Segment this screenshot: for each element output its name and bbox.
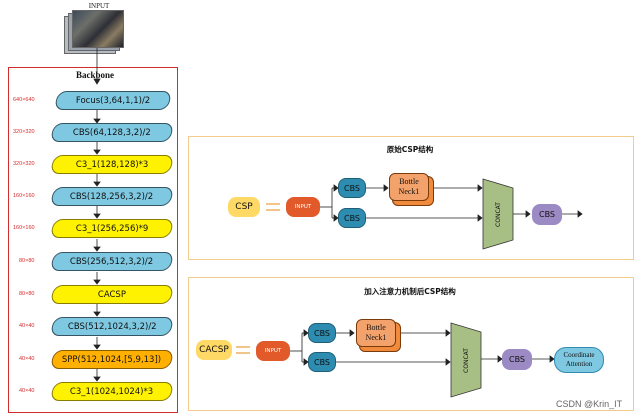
- backbone-resolution: 40×40: [19, 323, 35, 329]
- input-image: [72, 10, 124, 48]
- equals-bar-top: [266, 203, 280, 205]
- backbone-resolution: 160×160: [13, 193, 35, 199]
- cbs-output-block: CBS: [502, 349, 532, 370]
- cbs-block-top: CBS: [338, 178, 366, 198]
- backbone-resolution: 320×320: [13, 161, 35, 167]
- cbs-block-bottom: CBS: [338, 208, 366, 228]
- bottleneck-block: Bottle Neck1: [356, 319, 396, 347]
- backbone-container: [8, 67, 178, 413]
- concat-block: CONCAT: [451, 330, 481, 390]
- backbone-resolution: 40×40: [19, 356, 35, 362]
- original-csp-title: 原始CSP结构: [386, 145, 434, 154]
- bottleneck-line-1: Bottle: [366, 323, 386, 332]
- backbone-resolution: 40×40: [19, 388, 35, 394]
- backbone-resolution: 80×80: [19, 258, 35, 264]
- cbs-block-bottom: CBS: [308, 352, 336, 372]
- bottleneck-line-2: Neck1: [398, 187, 420, 196]
- cbs-output-block: CBS: [532, 204, 562, 225]
- attention-csp-title: 加入注意力机制后CSP结构: [364, 287, 456, 296]
- equals-bar-bottom: [236, 352, 250, 354]
- equals-bar-top: [236, 346, 250, 348]
- input-title: INPUT: [88, 2, 110, 10]
- coordinate-attention-block: Coordinate Attention: [554, 347, 604, 373]
- bottleneck-line-1: Bottle: [399, 177, 419, 186]
- concat-label: CONCAT: [462, 347, 470, 373]
- input-block: INPUT: [256, 341, 290, 361]
- backbone-title: Backbone: [75, 70, 114, 80]
- coord-line-1: Coordinate: [563, 351, 595, 359]
- cacsp-block: CACSP: [196, 340, 232, 360]
- cbs-block-top: CBS: [308, 323, 336, 343]
- input-block: INPUT: [286, 197, 320, 217]
- backbone-resolution: 80×80: [19, 291, 35, 297]
- backbone-resolution: 640×640: [13, 97, 35, 103]
- backbone-resolution: 160×160: [13, 225, 35, 231]
- equals-bar-bottom: [266, 209, 280, 211]
- coord-line-2: Attention: [565, 360, 593, 368]
- csp-block: CSP: [228, 197, 260, 217]
- bottleneck-line-2: Neck1: [365, 333, 387, 342]
- bottleneck-block: Bottle Neck1: [389, 173, 429, 201]
- attention-csp-panel: [188, 277, 634, 411]
- watermark: CSDN @Krin_IT: [556, 399, 623, 409]
- backbone-resolution: 320×320: [13, 129, 35, 135]
